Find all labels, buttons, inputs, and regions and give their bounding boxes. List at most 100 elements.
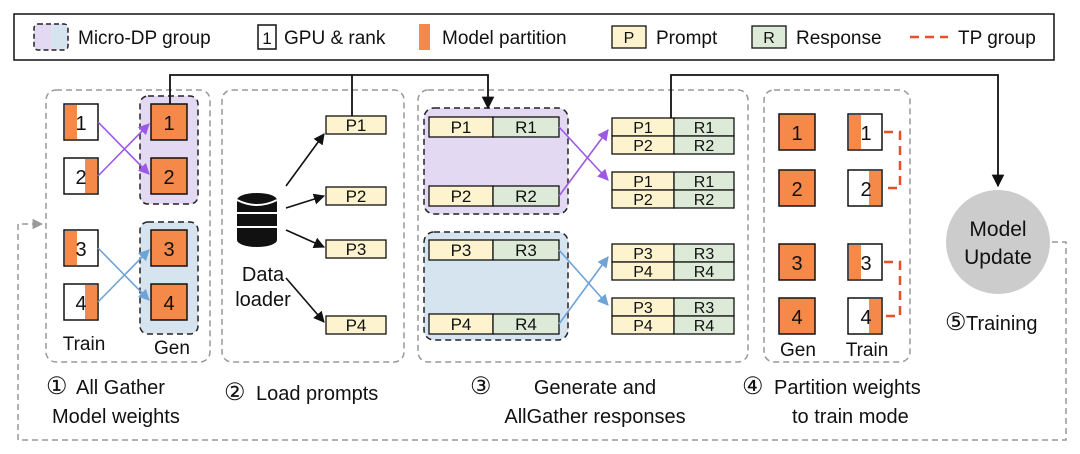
response-label: R3 [694,246,715,263]
feedback-loop-arrow [17,218,1067,441]
gpu-rank: 1 [163,113,174,135]
response-label: R2 [694,192,715,209]
stage2-load-prompts: Data loader P1 P2 P3 P4 [235,115,387,335]
model-update-line2: Update [964,246,1032,269]
legend-gpu-glyph: 1 [262,29,271,48]
stage1-train-gpu: 1 [63,103,99,141]
all-gather-arrow [97,123,150,177]
legend-prompt-swatch [611,25,647,49]
prompt-label: P3 [633,246,653,263]
prompt-label: P1 [633,174,653,191]
legend-micro-dp-swatch-blue-half [51,25,67,49]
flow-arrow-responses-to-training [670,74,1005,188]
prompt-label: P4 [451,315,472,334]
stage1-train-label: Train [63,334,106,355]
stage4-train-gpu: 4 [847,297,883,335]
gathered-stack: P1 R1 P2 R2 [611,117,735,155]
response-label: R4 [515,315,537,334]
stage3-caption-line1: Generate and [534,377,656,399]
gpu-rank: 4 [75,293,86,315]
legend-response-label: Response [796,28,882,49]
gpu-rank: 2 [163,167,174,189]
allgather-response-arrow [558,126,609,181]
stage4-step-number: ④ [742,373,764,400]
prompt-label: P4 [633,318,653,335]
prompt-label: P2 [451,187,472,206]
prompt-cell: P2 [325,186,387,206]
stage5-training: Model Update ⑤ Training [945,190,1050,336]
gpu-rank: 1 [791,123,802,145]
legend-partition-swatch [419,24,430,50]
tp-group-connector [884,130,902,190]
prompt-response-pair: P2 R2 [428,185,560,207]
legend: Micro-DP group 1 GPU & rank Model partit… [13,13,1055,61]
prompt-response-pair: P3 R3 [428,239,560,261]
gpu-rank: 3 [75,239,86,261]
stage4-train-gpu: 1 [847,113,883,151]
stage3-caption-line2: AllGather responses [504,406,685,428]
load-arrow [285,277,325,323]
response-label: R3 [694,300,715,317]
legend-response-glyph: R [763,30,775,47]
stage3-generate-allgather: P1 R1 P2 R2 P3 R3 P4 R4 [423,107,735,341]
legend-gpu-swatch [257,24,277,50]
prompt-label: P4 [633,264,653,281]
all-gather-arrow [97,121,150,175]
stage4-caption-line1: Partition weights [774,377,921,399]
stage4-gen-gpu: 4 [778,297,816,335]
stage1-caption: ① All Gather Model weights [46,373,180,428]
gpu-box [150,157,188,195]
gpu-rank: 3 [163,239,174,261]
prompt-label: P3 [633,300,653,317]
stage4-panel [763,89,911,363]
stage1-panel [45,89,211,363]
legend-prompt-glyph: P [624,30,635,47]
prompt-response-pair: P4 R4 [428,313,560,335]
response-label: R2 [694,138,715,155]
stage4-gen-gpu: 2 [778,169,816,207]
model-update-node [946,190,1050,294]
prompt-label: P3 [346,240,367,259]
prompt-response-pair: P1 R1 [428,116,560,138]
stage2-panel [221,89,405,363]
flow-arrow-gen-to-generate [169,74,495,110]
prompt-cell: P1 [325,115,387,135]
gpu-rank: 3 [791,253,802,275]
all-gather-arrow [97,247,150,301]
stage1-caption-line1: All Gather [76,377,165,399]
prompt-label: P2 [633,192,653,209]
stage4-train-gpu: 2 [847,169,883,207]
prompt-cell: P3 [325,239,387,259]
data-loader-label-line2: loader [235,289,291,311]
legend-gpu-label: GPU & rank [284,28,386,49]
stage4-partition-weights: 1 2 3 4 1 2 3 [778,113,902,361]
stage4-caption-line2: to train mode [792,406,909,428]
prompt-cell: P4 [325,315,387,335]
gpu-rank: 2 [75,167,86,189]
legend-micro-dp-label: Micro-DP group [78,28,211,49]
gpu-rank: 1 [860,123,871,145]
response-label: R4 [694,318,715,335]
stage1-step-number: ① [46,373,68,400]
response-label: R2 [515,187,537,206]
stage1-gen-gpu: 4 [150,283,188,321]
model-partition [849,115,861,149]
legend-prompt-label: Prompt [656,28,718,49]
prompt-label: P4 [346,316,367,335]
legend-partition-label: Model partition [442,28,567,49]
gathered-stack: P3 R3 P4 R4 [611,297,735,335]
gpu-box [778,169,816,207]
gpu-box [778,297,816,335]
prompt-label: P1 [346,116,367,135]
stage4-gen-gpu: 1 [778,113,816,151]
load-arrow [285,229,326,248]
gpu-box [778,113,816,151]
allgather-response-arrow [558,129,609,197]
prompt-label: P2 [346,187,367,206]
stage1-all-gather: 1 2 3 4 1 2 3 [63,95,199,359]
tp-group-connector [884,260,902,318]
stage3-caption: ③ Generate and AllGather responses [470,373,686,428]
gathered-stack: P3 R3 P4 R4 [611,243,735,281]
gpu-rank: 1 [75,113,86,135]
response-label: R3 [515,241,537,260]
